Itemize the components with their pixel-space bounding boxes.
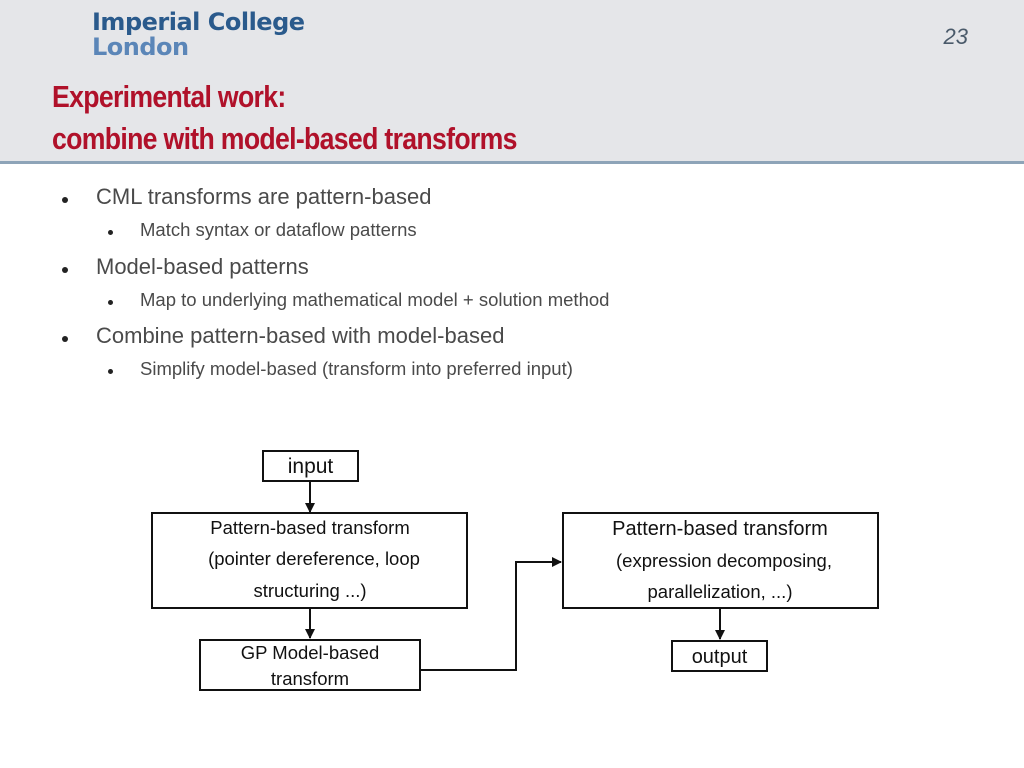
title-line-2: combine with model-based transforms [52, 121, 517, 156]
title-line-1: Experimental work: [52, 79, 286, 114]
sub-bullet-dot-icon [108, 230, 113, 235]
bullet-dot-icon [62, 267, 68, 273]
bullet-item: CML transforms are pattern-based [96, 184, 432, 209]
sub-bullet-item: Map to underlying mathematical model + s… [140, 289, 610, 310]
sub-bullet-dot-icon [108, 369, 113, 374]
sub-bullet-item: Match syntax or dataflow patterns [140, 219, 417, 240]
right-pattern-transform-node: Pattern-based transform (expression deco… [562, 512, 879, 609]
gp-box-line-1: GP Model-based [241, 642, 380, 663]
left-box-line-1: Pattern-based transform [210, 517, 409, 538]
left-box-line-2: (pointer dereference, loop [208, 548, 420, 569]
imperial-college-logo: Imperial College London [92, 10, 305, 60]
right-box-line-2: (expression decomposing, [616, 550, 832, 571]
gp-model-transform-node: GP Model-based transform [199, 639, 421, 691]
gp-box-line-2: transform [271, 668, 349, 689]
output-node: output [671, 640, 768, 672]
output-label: output [692, 646, 748, 668]
right-box-line-1: Pattern-based transform [612, 518, 828, 540]
input-label: input [288, 455, 334, 478]
bullet-item: Combine pattern-based with model-based [96, 323, 505, 348]
bullet-dot-icon [62, 197, 68, 203]
slide-title: Experimental work: combine with model-ba… [52, 76, 517, 160]
right-box-line-3: parallelization, ...) [648, 581, 793, 602]
slide-header: Imperial College London 23 Experimental … [0, 0, 1024, 164]
left-box-line-3: structuring ...) [253, 580, 366, 601]
arrow-gp-to-right [420, 557, 562, 671]
left-pattern-transform-node: Pattern-based transform (pointer derefer… [151, 512, 468, 609]
input-node: input [262, 450, 359, 482]
sub-bullet-item: Simplify model-based (transform into pre… [140, 358, 573, 379]
logo-line-1: Imperial College [92, 8, 305, 36]
page-number: 23 [943, 24, 968, 49]
bullet-item: Model-based patterns [96, 254, 309, 279]
sub-bullet-dot-icon [108, 300, 113, 305]
logo-line-2: London [92, 33, 189, 61]
bullet-dot-icon [62, 336, 68, 342]
